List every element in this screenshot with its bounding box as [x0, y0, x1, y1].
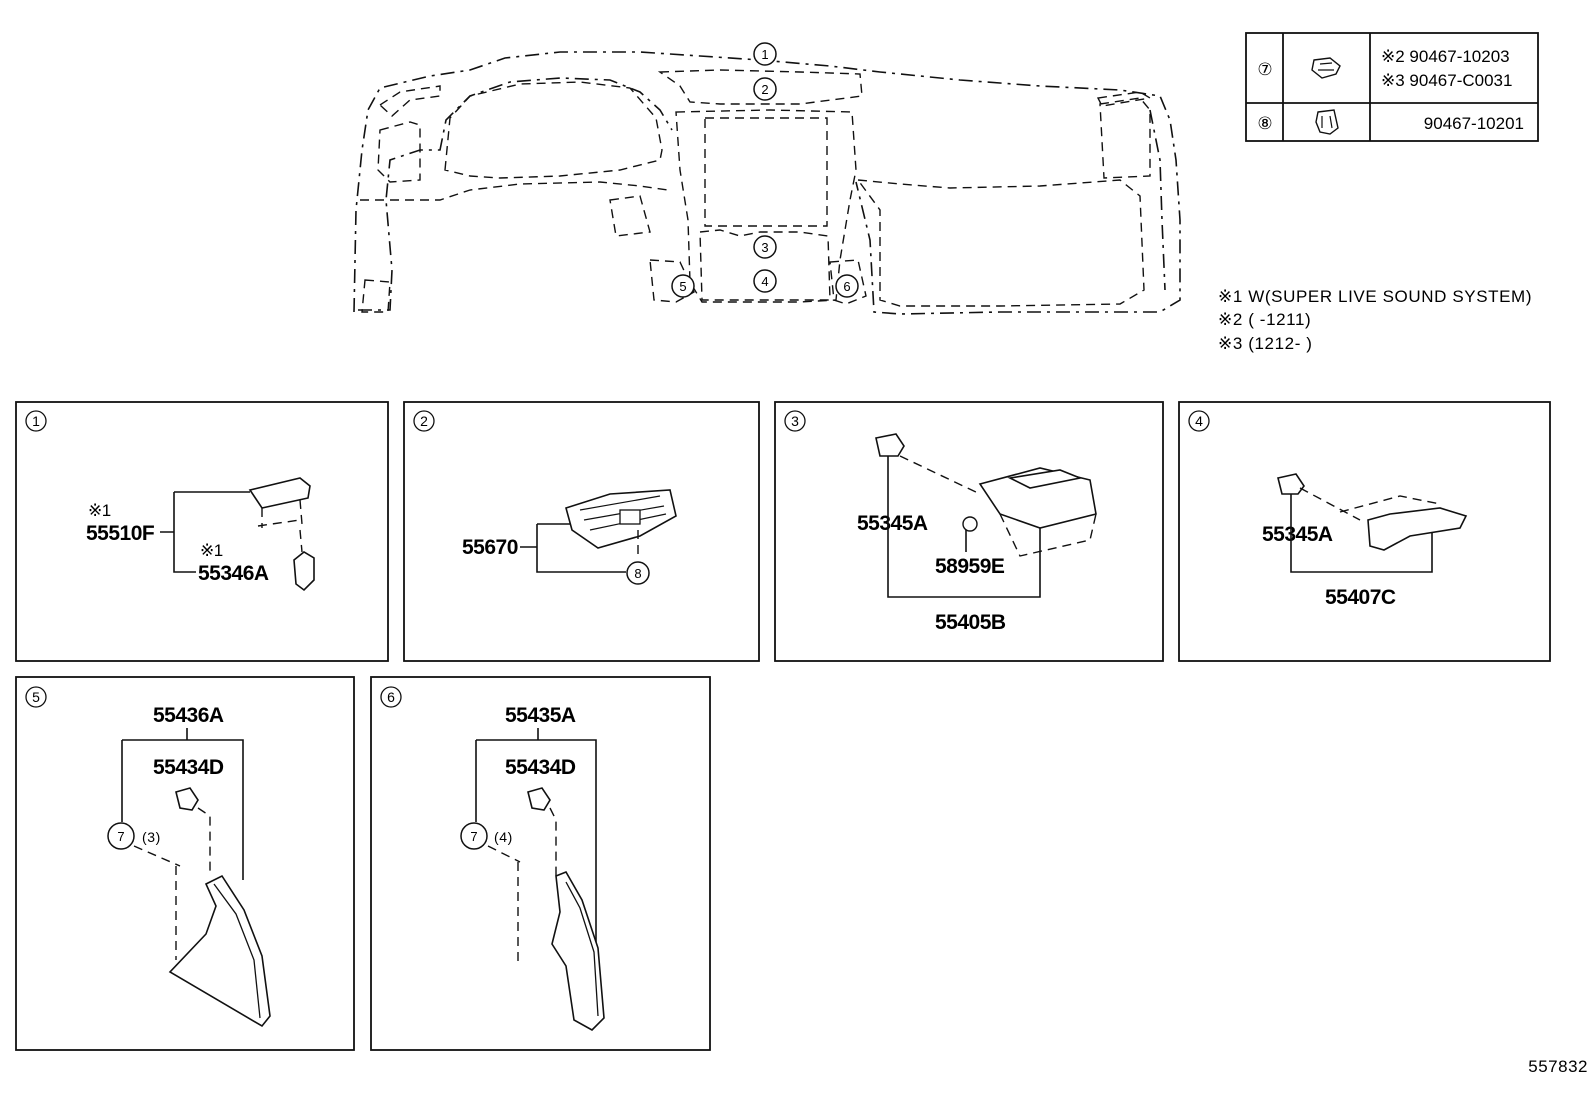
panel-ref: 2 [420, 413, 428, 429]
svg-text:1: 1 [761, 47, 768, 62]
detail-panel-3: 3 55345A 58959E 55405B [774, 401, 1164, 662]
svg-text:6: 6 [843, 279, 850, 294]
note-marker: ※1 [200, 541, 223, 560]
svg-text:4: 4 [761, 274, 768, 289]
overview-callout-6: 6 [835, 274, 859, 298]
note-3: ※3 (1212- ) [1218, 334, 1313, 353]
detail-panel-5: 5 55436A 55434D 7 (3) [15, 676, 355, 1051]
part-label-55407C: 55407C [1325, 586, 1396, 609]
panel-ref: 4 [1195, 413, 1203, 429]
callout-7: 7 [117, 829, 124, 844]
svg-text:3: 3 [761, 240, 768, 255]
note-2: ※2 ( -1211) [1218, 310, 1311, 329]
overview-callout-4: 4 [753, 269, 777, 293]
clip-icon [1311, 57, 1341, 79]
overview-callout-3: 3 [753, 235, 777, 259]
part-label-55434D: 55434D [505, 756, 576, 779]
part-label-55435A: 55435A [505, 704, 576, 727]
panel-ref: 5 [32, 689, 40, 705]
part-label-58959E: 58959E [935, 555, 1005, 578]
detail-panel-4: 4 55345A 55407C [1178, 401, 1551, 662]
detail-panel-2: 2 55670 8 [403, 401, 760, 662]
table-part-7b: ※3 90467-C0031 [1381, 71, 1512, 90]
detail-panel-6: 6 55435A 55434D 7 (4) [370, 676, 711, 1051]
note-marker: ※1 [88, 501, 111, 520]
note-1: ※1 W(SUPER LIVE SOUND SYSTEM) [1218, 287, 1532, 306]
table-row: ⑦ ※2 90467-10203 ※3 90467-C0031 [1257, 47, 1512, 90]
part-table: ⑦ ※2 90467-10203 ※3 90467-C0031 ⑧ 90467-… [1245, 32, 1539, 142]
overview-callout-1: 1 [753, 42, 777, 66]
table-ref-7: ⑦ [1257, 60, 1272, 79]
panel-ref: 6 [387, 689, 395, 705]
svg-text:5: 5 [679, 279, 686, 294]
dashboard-overview: 1 2 3 4 5 6 [353, 42, 1181, 315]
diagram-id: 557832 [1528, 1057, 1588, 1076]
table-part-8: 90467-10201 [1424, 114, 1524, 133]
qty-label: (4) [494, 829, 513, 845]
part-label-55345A: 55345A [857, 512, 928, 535]
panel-ref: 3 [791, 413, 799, 429]
svg-text:2: 2 [761, 82, 768, 97]
panel-ref: 1 [32, 413, 40, 429]
table-part-7a: ※2 90467-10203 [1381, 47, 1510, 66]
legend-notes: ※1 W(SUPER LIVE SOUND SYSTEM) ※2 ( -1211… [1218, 287, 1532, 353]
part-label-55346A: 55346A [198, 562, 269, 585]
clip-icon [1315, 109, 1339, 135]
table-row: ⑧ 90467-10201 [1257, 109, 1524, 135]
part-label-55436A: 55436A [153, 704, 224, 727]
part-label-55434D: 55434D [153, 756, 224, 779]
table-ref-8: ⑧ [1257, 114, 1272, 133]
part-label-55510F: 55510F [86, 522, 155, 545]
callout-8: 8 [634, 566, 641, 581]
qty-label: (3) [142, 829, 161, 845]
part-label-55670: 55670 [462, 536, 518, 559]
detail-panel-1: 1 ※1 55510F ※1 55346A [15, 401, 389, 662]
part-label-55405B: 55405B [935, 611, 1006, 634]
overview-callout-2: 2 [753, 77, 777, 101]
part-label-55345A: 55345A [1262, 523, 1333, 546]
overview-callout-5: 5 [671, 274, 695, 298]
callout-7: 7 [470, 829, 477, 844]
